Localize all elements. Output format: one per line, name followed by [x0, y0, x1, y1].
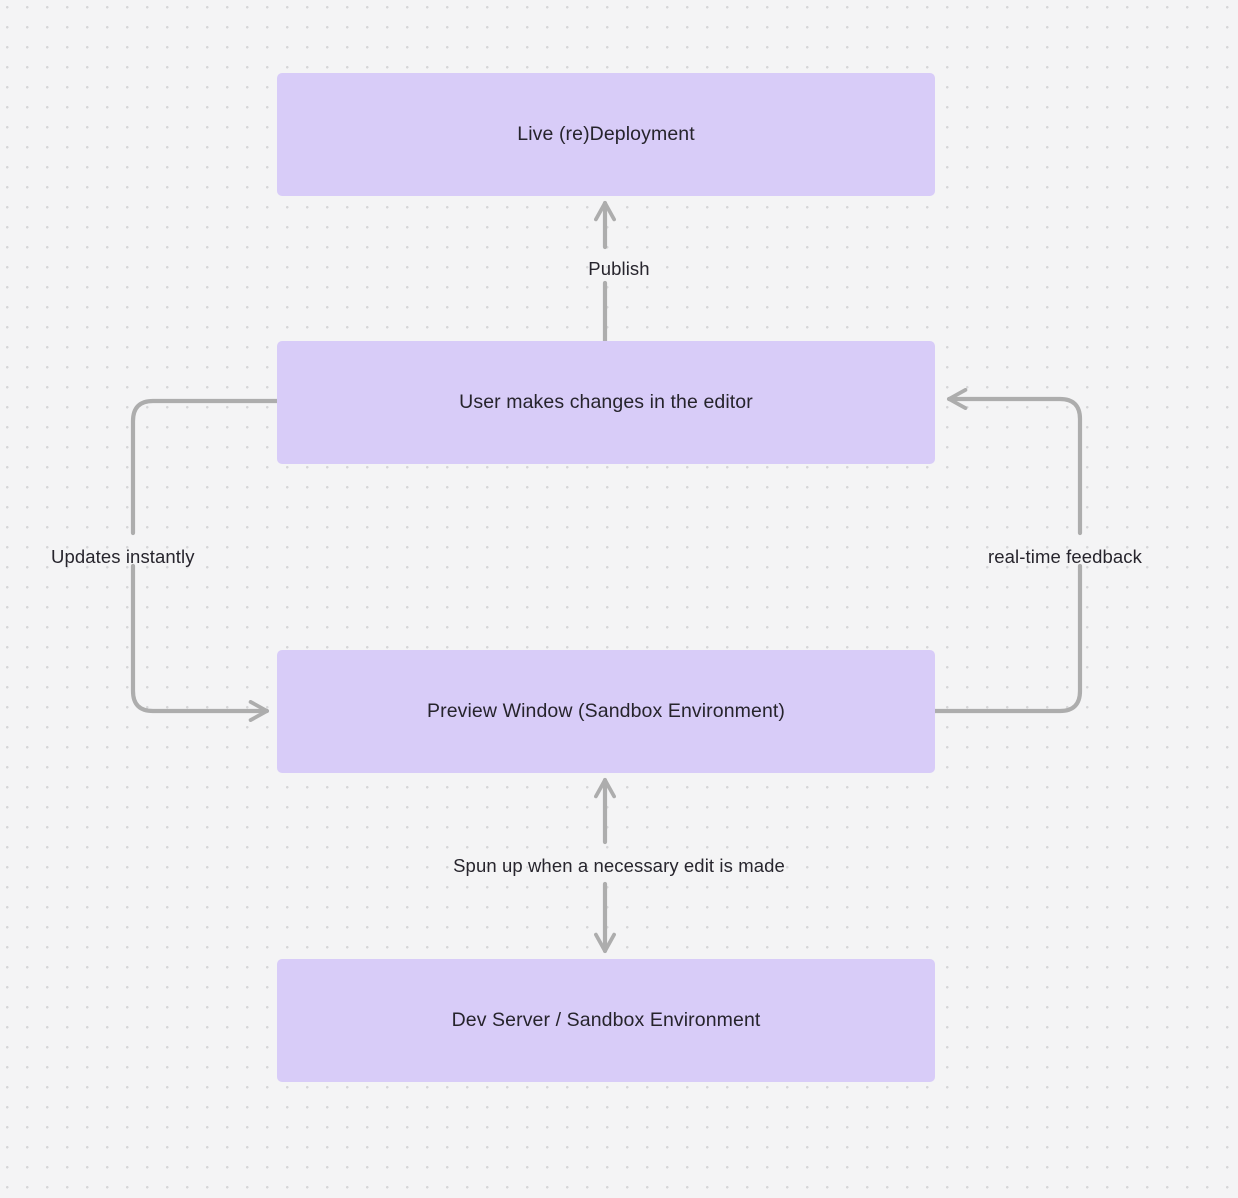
node-label: Preview Window (Sandbox Environment) — [427, 700, 785, 723]
edge-realtime-lower — [931, 563, 1083, 714]
node-label: User makes changes in the editor — [459, 391, 753, 414]
node-user-makes-changes[interactable]: User makes changes in the editor — [277, 341, 935, 464]
edge-label-updates-instantly: Updates instantly — [51, 546, 195, 567]
node-dev-server[interactable]: Dev Server / Sandbox Environment — [277, 959, 935, 1082]
node-label: Dev Server / Sandbox Environment — [451, 1009, 761, 1032]
edge-realtime-upper — [946, 399, 1083, 536]
edge-updates-upper — [130, 398, 280, 536]
node-preview-window[interactable]: Preview Window (Sandbox Environment) — [277, 650, 935, 773]
node-label: Live (re)Deployment — [517, 123, 695, 146]
edge-label-publish: Publish — [588, 258, 650, 279]
edge-label-real-time-feedback: real-time feedback — [988, 546, 1142, 567]
node-live-redeployment[interactable]: Live (re)Deployment — [277, 73, 935, 196]
edge-updates-lower — [130, 563, 270, 711]
edge-label-spun-up: Spun up when a necessary edit is made — [453, 855, 785, 876]
